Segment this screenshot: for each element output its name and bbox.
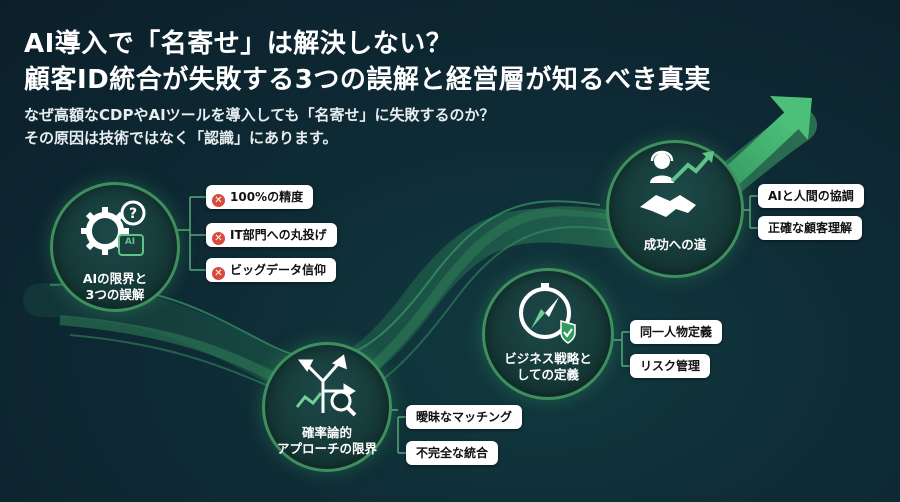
title-line-1: AI導入で「名寄せ」は解決しない？ bbox=[24, 29, 453, 59]
page-subtitle: なぜ高額なCDPやAIツールを導入しても「名寄せ」に失敗するのか？ その原因は技… bbox=[24, 104, 494, 150]
node-probabilistic: 確率論的 アプローチの限界 bbox=[262, 342, 392, 472]
node-label-success: 成功への道 bbox=[643, 237, 707, 252]
success-pill-1: AIと人間の協調 bbox=[758, 184, 864, 208]
misconception-label-3: ビッグデータ信仰 bbox=[230, 263, 327, 277]
misconception-label-2: IT部門への丸投げ bbox=[230, 228, 327, 242]
title-line-2: 顧客ID統合が失敗する3つの誤解と経営層が知るべき真実 bbox=[24, 65, 711, 95]
strategy-pill-2: リスク管理 bbox=[630, 354, 711, 378]
node-label-ai-limits: AIの限界と 3つの誤解 bbox=[82, 271, 148, 302]
node-ai-limits: ? AI AIの限界と 3つの誤解 bbox=[50, 182, 180, 312]
page-title: AI導入で「名寄せ」は解決しない？ 顧客ID統合が失敗する3つの誤解と経営層が知… bbox=[24, 26, 711, 98]
misconception-pill-2: ✕ IT部門への丸投げ bbox=[206, 223, 337, 247]
misconception-pill-1: ✕ 100%の精度 bbox=[206, 185, 314, 209]
x-mark-icon: ✕ bbox=[212, 232, 225, 245]
misconception-label-1: 100%の精度 bbox=[230, 190, 304, 204]
connector-success bbox=[738, 195, 758, 229]
connector-business-strategy bbox=[610, 331, 630, 367]
node-business-strategy: ビジネス戦略と しての定義 bbox=[482, 268, 614, 400]
ai-chip-badge: AI bbox=[124, 237, 136, 247]
handshake-headset-growth-icon bbox=[640, 150, 714, 217]
gear-question-ai-icon: ? bbox=[81, 200, 146, 256]
subtitle-line-1: なぜ高額なCDPやAIツールを導入しても「名寄せ」に失敗するのか？ bbox=[24, 106, 495, 124]
strategy-pill-1: 同一人物定義 bbox=[630, 320, 723, 344]
compass-shield-icon bbox=[519, 283, 576, 344]
branching-arrows-magnifier-icon bbox=[295, 354, 357, 417]
probabilistic-pill-1: 曖昧なマッチング bbox=[406, 405, 523, 429]
node-success: 成功への道 bbox=[606, 140, 744, 278]
svg-text:?: ? bbox=[129, 206, 137, 222]
node-label-business-strategy: ビジネス戦略と しての定義 bbox=[504, 351, 592, 382]
x-mark-icon: ✕ bbox=[212, 194, 225, 207]
growth-arrow-head bbox=[770, 96, 812, 140]
connector-ai-limits bbox=[175, 196, 206, 271]
connector-lines bbox=[175, 195, 758, 454]
x-mark-icon: ✕ bbox=[212, 267, 225, 280]
misconception-pill-3: ✕ ビッグデータ信仰 bbox=[206, 258, 337, 282]
subtitle-line-2: その原因は技術ではなく「認識」にあります。 bbox=[24, 129, 338, 147]
node-label-probabilistic: 確率論的 アプローチの限界 bbox=[276, 425, 377, 456]
success-pill-2: 正確な顧客理解 bbox=[758, 216, 863, 240]
probabilistic-pill-2: 不完全な統合 bbox=[406, 441, 499, 465]
connector-probabilistic bbox=[388, 409, 406, 454]
